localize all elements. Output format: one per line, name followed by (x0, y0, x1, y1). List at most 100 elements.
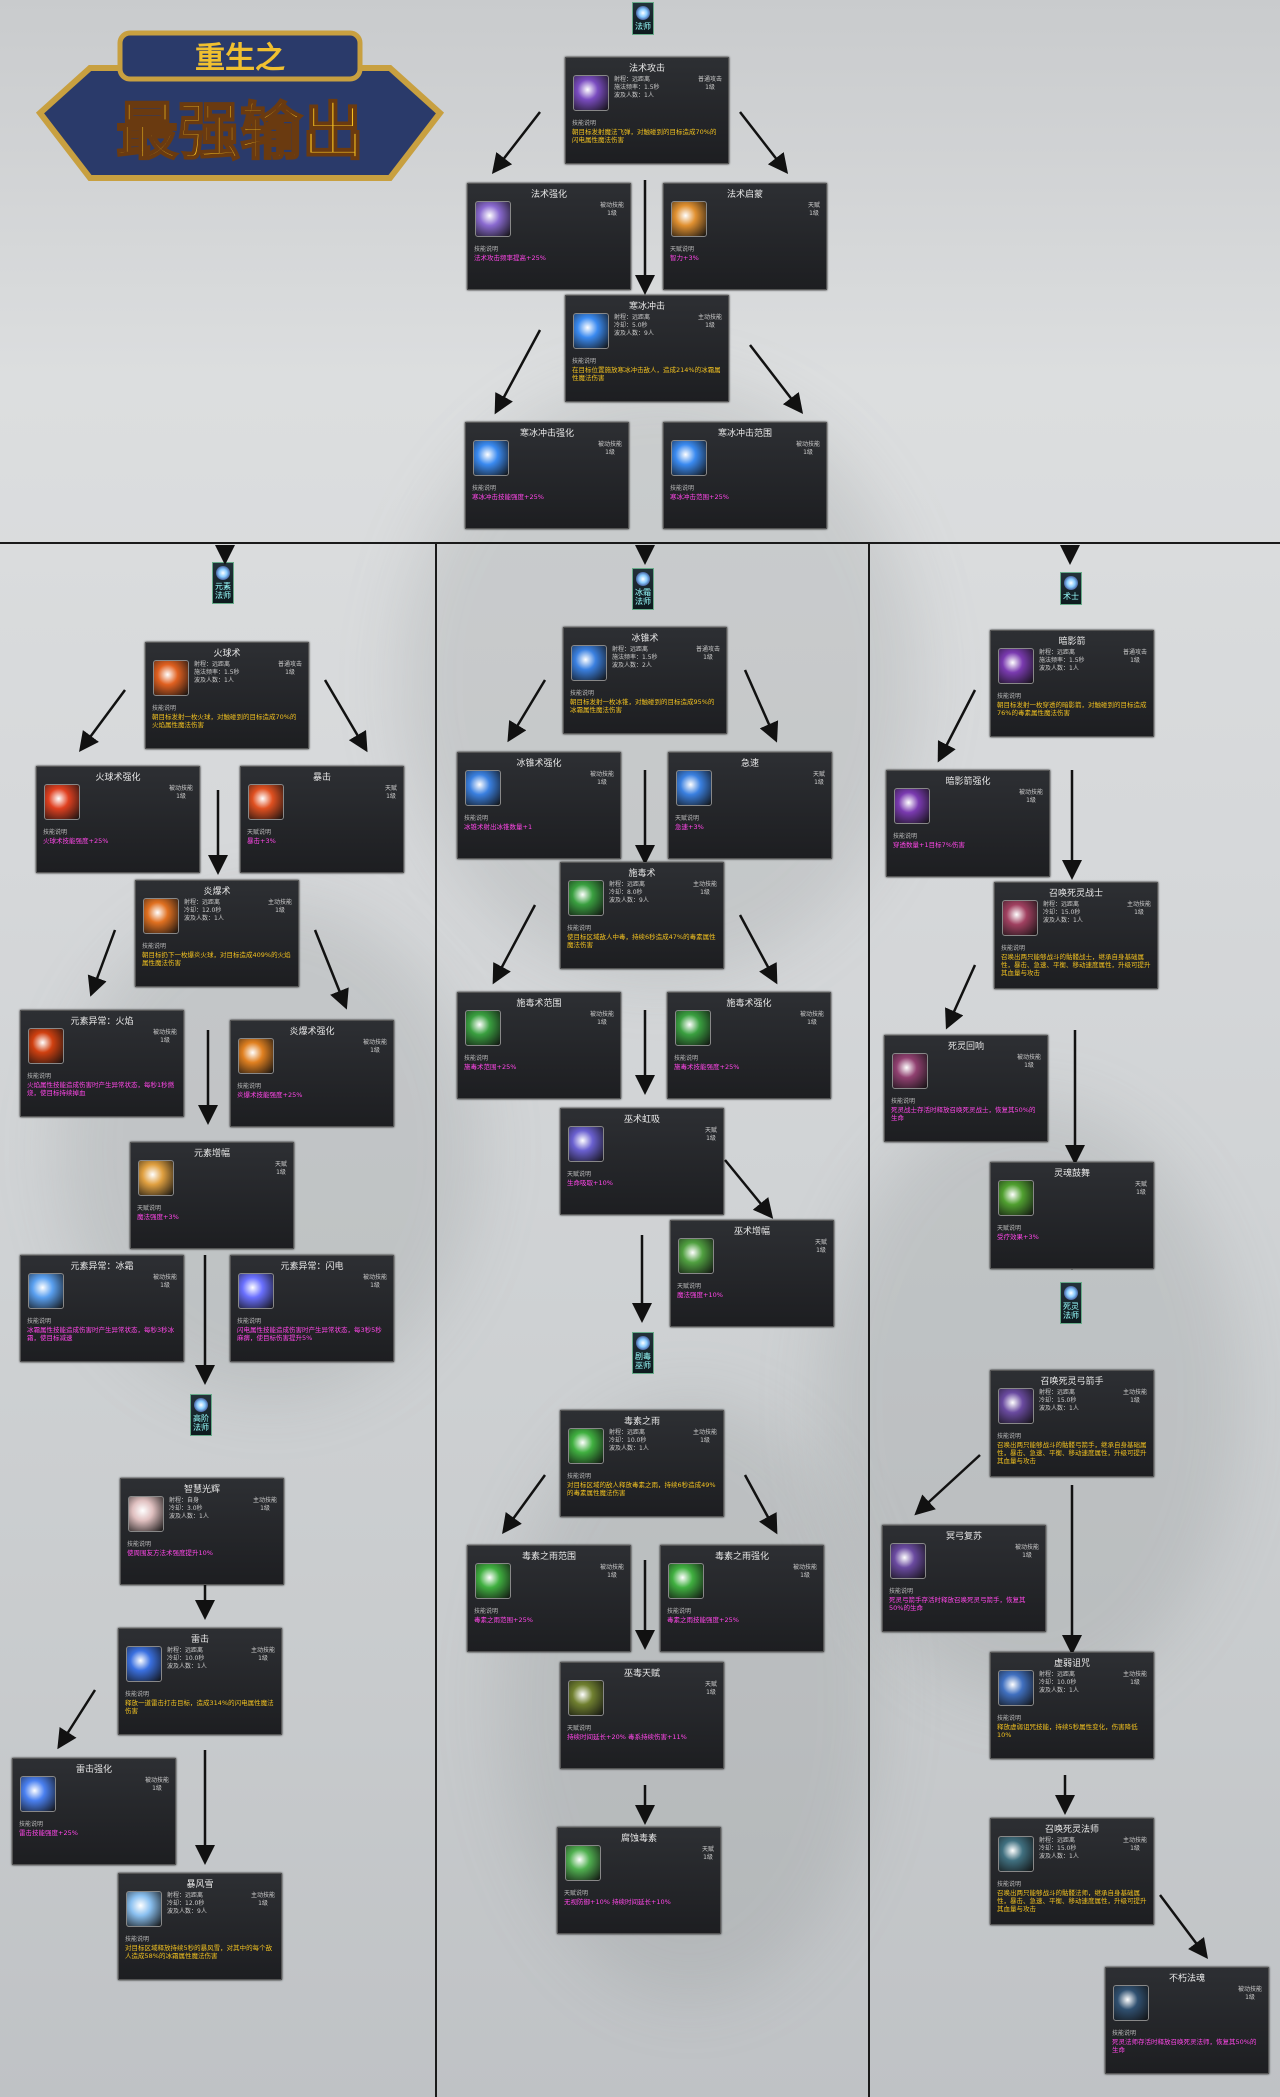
skill-card-a6[interactable]: 召唤死灵弓箭手射程：远距离 冷却：15.0秒 波及人数：1人主动技能 1级技能说… (990, 1370, 1154, 1477)
skill-card-f8[interactable]: 巫术增幅天赋 1级天赋说明魔法强度+10% (670, 1220, 834, 1327)
skill-card-e5[interactable]: 元素异常：火焰被动技能 1级技能说明火焰属性技能造成伤害时产生异常状态，每秒1秒… (20, 1010, 184, 1117)
skill-card-f1[interactable]: 冰锥术射程：远距离 施法频率：1.5秒 波及人数：2人普通攻击 1级技能说明朝目… (563, 627, 727, 734)
skill-type: 被动技能 1级 (799, 1011, 824, 1026)
skill-card-e9[interactable]: 元素异常：闪电被动技能 1级技能说明闪电属性技能造成伤害时产生异常状态，每3秒5… (230, 1255, 394, 1362)
mage-icon (636, 6, 650, 20)
skill-card-e2[interactable]: 火球术强化被动技能 1级技能说明火球术技能强度+25% (36, 766, 200, 873)
class-badge-necro[interactable]: 死灵法师 (1060, 1282, 1082, 1324)
skill-icon (571, 645, 607, 681)
skill-card-e11[interactable]: 雷击射程：远距离 冷却：10.0秒 波及人数：1人主动技能 1级技能说明释放一道… (118, 1628, 282, 1735)
class-badge-frost[interactable]: 冰霜法师 (632, 568, 654, 610)
skill-desc: 使周围友方法术强度提升10% (127, 1549, 213, 1557)
skill-desc-label: 技能说明 (27, 1073, 52, 1080)
skill-type: 主动技能 1级 (692, 1429, 717, 1444)
skill-card-a10[interactable]: 不朽法魂被动技能 1级技能说明死灵法师存活时释放召唤死灵法师，恢复其50%的生命 (1105, 1967, 1269, 2074)
skill-title: 冥弓复苏 (945, 1532, 982, 1542)
skill-icon (238, 1038, 274, 1074)
skill-desc-label: 技能说明 (152, 705, 177, 712)
skill-icon (238, 1273, 274, 1309)
skill-icon (998, 1388, 1034, 1424)
class-badge-arcane[interactable]: 术士 (1060, 572, 1082, 605)
skill-card-a1[interactable]: 暗影箭射程：远距离 施法频率：1.5秒 波及人数：1人普通攻击 1级技能说明朝目… (990, 630, 1154, 737)
skill-card-c3[interactable]: 法术启蒙天赋 1级天赋说明智力+3% (663, 183, 827, 290)
skill-card-c2[interactable]: 法术强化被动技能 1级技能说明法术攻击频率提高+25% (467, 183, 631, 290)
skill-card-e6[interactable]: 炎爆术强化被动技能 1级技能说明炎爆术技能强度+25% (230, 1020, 394, 1127)
skill-stats: 射程：远距离 施法频率：1.5秒 波及人数：1人 (614, 76, 660, 99)
skill-card-f2[interactable]: 冰锥术强化被动技能 1级技能说明冰锥术射出冰锥数量+1 (457, 752, 621, 859)
skill-card-f10[interactable]: 毒素之雨范围被动技能 1级技能说明毒素之雨范围+25% (467, 1545, 631, 1652)
skill-desc: 死灵法师存活时释放召唤死灵法师，恢复其50%的生命 (1112, 2038, 1257, 2054)
skill-type: 普通攻击 1级 (697, 76, 722, 91)
skill-card-f12[interactable]: 巫毒天赋天赋 1级天赋说明持续时间延长+20% 毒系持续伤害+11% (560, 1662, 724, 1769)
skill-card-e10[interactable]: 智慧光辉射程：自身 冷却：3.0秒 波及人数：1人主动技能 1级技能说明使周围友… (120, 1478, 284, 1585)
skill-card-a7[interactable]: 冥弓复苏被动技能 1级技能说明死灵弓箭手存活时释放召唤死灵弓箭手，恢复其50%的… (882, 1525, 1046, 1632)
skill-card-a4[interactable]: 死灵回响被动技能 1级技能说明死灵战士存活时释放召唤死灵战士，恢复其50%的生命 (884, 1035, 1048, 1142)
skill-desc-label: 天赋说明 (670, 246, 695, 253)
skill-card-f6[interactable]: 施毒术强化被动技能 1级技能说明施毒术技能强度+25% (667, 992, 831, 1099)
skill-card-e8[interactable]: 元素异常：冰霜被动技能 1级技能说明冰霜属性技能造成伤害时产生异常状态，每秒3秒… (20, 1255, 184, 1362)
skill-stats: 射程：远距离 施法频率：1.5秒 波及人数：2人 (612, 646, 658, 669)
skill-title: 巫毒天赋 (623, 1669, 660, 1679)
class-badge-elemental[interactable]: 元素法师 (212, 562, 234, 604)
skill-title: 暗影箭 (1058, 637, 1086, 647)
skill-desc-label: 技能说明 (572, 120, 597, 127)
skill-card-a3[interactable]: 召唤死灵战士射程：远距离 冷却：15.0秒 波及人数：1人主动技能 1级技能说明… (994, 882, 1158, 989)
skill-type: 主动技能 1级 (250, 1647, 275, 1662)
skill-stats: 射程：远距离 冷却：10.0秒 波及人数：1人 (167, 1647, 207, 1670)
skill-icon (892, 1053, 928, 1089)
skill-card-f13[interactable]: 腐蚀毒素天赋 1级天赋说明无视防御+10% 持续时间延长+10% (557, 1827, 721, 1934)
skill-card-a5[interactable]: 灵魂鼓舞天赋 1级天赋说明受疗效果+3% (990, 1162, 1154, 1269)
skill-card-f11[interactable]: 毒素之雨强化被动技能 1级技能说明毒素之雨技能强度+25% (660, 1545, 824, 1652)
skill-card-a2[interactable]: 暗影箭强化被动技能 1级技能说明穿透数量+1目标7%伤害 (886, 770, 1050, 877)
skill-type: 被动技能 1级 (152, 1029, 177, 1044)
skill-card-e1[interactable]: 火球术射程：远距离 施法频率：1.5秒 波及人数：1人普通攻击 1级技能说明朝目… (145, 642, 309, 749)
skill-icon (473, 440, 509, 476)
skill-icon (573, 75, 609, 111)
skill-desc: 法术攻击频率提高+25% (474, 254, 546, 262)
skill-card-c5[interactable]: 寒冰冲击强化被动技能 1级技能说明寒冰冲击技能强度+25% (465, 422, 629, 529)
skill-desc: 火球术技能强度+25% (43, 837, 109, 845)
skill-type: 天赋 1级 (704, 1127, 717, 1142)
section-divider (0, 542, 1280, 544)
skill-card-c6[interactable]: 寒冰冲击范围被动技能 1级技能说明寒冰冲击范围+25% (663, 422, 827, 529)
skill-card-e13[interactable]: 暴风雪射程：远距离 冷却：12.0秒 波及人数：9人主动技能 1级技能说明对目标… (118, 1873, 282, 1980)
skill-card-f7[interactable]: 巫术虹吸天赋 1级天赋说明生命吸取+10% (560, 1108, 724, 1215)
skill-type: 被动技能 1级 (1018, 789, 1043, 804)
skill-desc-label: 技能说明 (237, 1318, 262, 1325)
skill-card-a8[interactable]: 虚弱诅咒射程：远距离 冷却：10.0秒 波及人数：1人主动技能 1级技能说明释放… (990, 1652, 1154, 1759)
skill-icon (20, 1776, 56, 1812)
skill-card-e3[interactable]: 暴击天赋 1级天赋说明暴击+3% (240, 766, 404, 873)
skill-title: 暗影箭强化 (945, 777, 991, 787)
skill-desc: 施毒术范围+25% (464, 1063, 517, 1071)
skill-type: 普通攻击 1级 (277, 661, 302, 676)
skill-icon (676, 770, 712, 806)
skill-stats: 射程：远距离 冷却：8.0秒 波及人数：9人 (609, 881, 649, 904)
skill-title: 火球术强化 (95, 773, 141, 783)
class-badge-poison[interactable]: 剧毒巫师 (632, 1332, 654, 1374)
skill-card-e7[interactable]: 元素增幅天赋 1级天赋说明魔法强度+3% (130, 1142, 294, 1249)
skill-title: 冰锥术强化 (516, 759, 562, 769)
skill-desc: 释放一道雷击打击目标，造成314%的闪电属性魔法伤害 (125, 1699, 274, 1715)
frost-icon (636, 572, 650, 586)
skill-type: 主动技能 1级 (1122, 1837, 1147, 1852)
skill-desc-label: 技能说明 (474, 246, 499, 253)
skill-card-e12[interactable]: 雷击强化被动技能 1级技能说明雷击技能强度+25% (12, 1758, 176, 1865)
skill-card-c4[interactable]: 寒冰冲击射程：远距离 冷却：5.0秒 波及人数：9人主动技能 1级技能说明在目标… (565, 295, 729, 402)
skill-card-f9[interactable]: 毒素之雨射程：远距离 冷却：10.0秒 波及人数：1人主动技能 1级技能说明对目… (560, 1410, 724, 1517)
skill-title: 炎爆术 (203, 887, 231, 897)
skill-desc: 穿透数量+1目标7%伤害 (893, 841, 965, 849)
skill-type: 被动技能 1级 (362, 1039, 387, 1054)
class-badge-mage[interactable]: 法师 (632, 2, 654, 35)
skill-card-f5[interactable]: 施毒术范围被动技能 1级技能说明施毒术范围+25% (457, 992, 621, 1099)
skill-desc-label: 技能说明 (567, 925, 592, 932)
skill-card-a9[interactable]: 召唤死灵法师射程：远距离 冷却：15.0秒 波及人数：1人主动技能 1级技能说明… (990, 1818, 1154, 1925)
skill-card-f3[interactable]: 急速天赋 1级天赋说明急速+3% (668, 752, 832, 859)
skill-card-f4[interactable]: 施毒术射程：远距离 冷却：8.0秒 波及人数：9人主动技能 1级技能说明使目标区… (560, 862, 724, 969)
skill-desc: 闪电属性技能造成伤害时产生异常状态，每3秒5秒麻痹，使目标伤害提升5% (237, 1326, 382, 1342)
skill-title: 召唤死灵战士 (1048, 889, 1103, 899)
skill-card-e4[interactable]: 炎爆术射程：远距离 冷却：12.0秒 波及人数：1人主动技能 1级技能说明朝目标… (135, 880, 299, 987)
skill-card-c1[interactable]: 法术攻击射程：远距离 施法频率：1.5秒 波及人数：1人普通攻击 1级技能说明朝… (565, 57, 729, 164)
class-badge-high[interactable]: 高阶法师 (190, 1394, 212, 1436)
skill-desc: 朝目标发射一枚穿透的暗影箭，对触碰到的目标造成76%的毒素属性魔法伤害 (997, 701, 1147, 717)
logo-subtitle: 重生之 (195, 41, 285, 76)
